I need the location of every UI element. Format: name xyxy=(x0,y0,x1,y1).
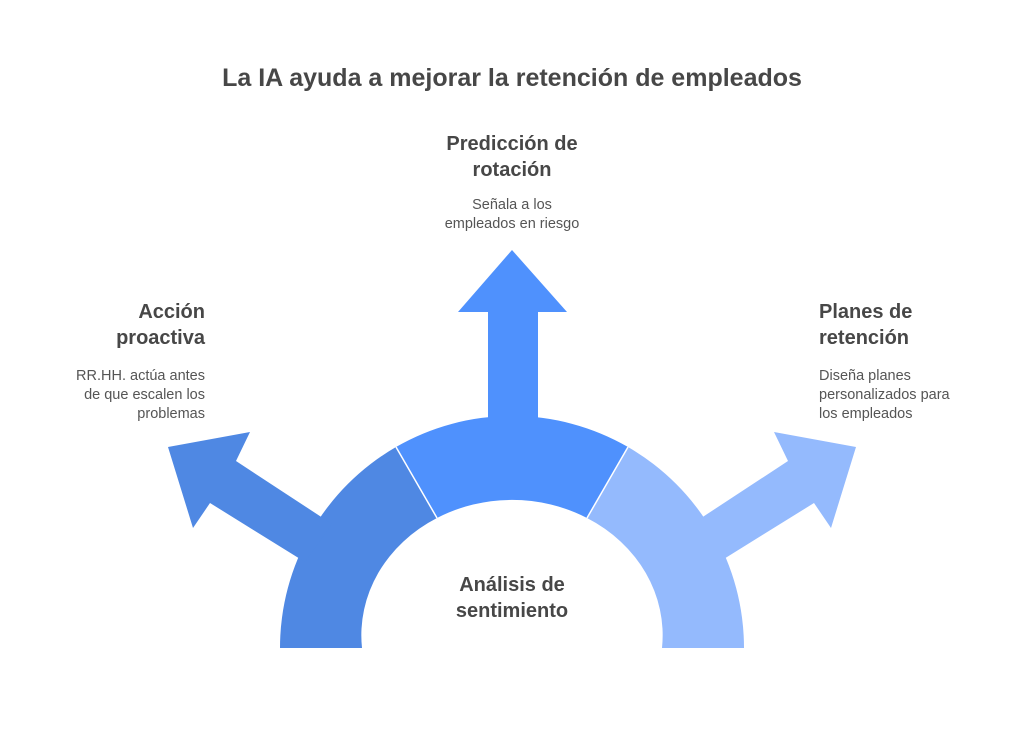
center-label-sentiment-analysis: Análisis de sentimiento xyxy=(412,572,612,624)
desc-line: empleados en riesgo xyxy=(444,216,580,232)
divider xyxy=(586,446,629,519)
title-line: retención xyxy=(819,327,910,349)
desc-line: Diseña planes xyxy=(819,368,911,384)
arrow-turnover-prediction xyxy=(458,250,567,425)
center-label-line: Análisis de xyxy=(459,574,565,596)
segment-turnover-prediction xyxy=(396,250,628,518)
title-line: Acción xyxy=(138,301,205,323)
segment-proactive-action xyxy=(168,432,437,648)
branch-desc-retention-plans: Diseña planes personalizados para los em… xyxy=(819,367,1019,424)
desc-line: RR.HH. actúa antes xyxy=(76,368,205,384)
arc-segment xyxy=(587,447,744,648)
branch-title-retention-plans: Planes de retención xyxy=(819,299,1019,351)
segment-retention-plans xyxy=(587,432,856,648)
title-line: rotación xyxy=(472,159,552,181)
desc-line: de que escalen los xyxy=(84,387,205,403)
desc-line: los empleados xyxy=(819,406,913,422)
divider xyxy=(395,446,438,519)
branch-desc-proactive-action: RR.HH. actúa antes de que escalen los pr… xyxy=(5,367,205,424)
desc-line: personalizados para xyxy=(819,387,950,403)
desc-line: Señala a los xyxy=(472,197,552,213)
diagram-title: La IA ayuda a mejorar la retención de em… xyxy=(222,64,802,92)
arrow-retention-plans xyxy=(692,432,856,562)
title-line: Planes de xyxy=(819,301,913,323)
branch-desc-turnover-prediction: Señala a los empleados en riesgo xyxy=(412,196,612,234)
desc-line: problemas xyxy=(137,406,205,422)
branch-title-turnover-prediction: Predicción de rotación xyxy=(412,131,612,183)
title-line: proactiva xyxy=(116,327,205,349)
arc-segment xyxy=(396,415,628,518)
branch-title-proactive-action: Acción proactiva xyxy=(5,299,205,351)
arc-segment xyxy=(280,447,437,648)
title-line: Predicción de xyxy=(446,133,578,155)
arrow-proactive-action xyxy=(168,432,332,562)
center-label-line: sentimiento xyxy=(455,600,569,622)
